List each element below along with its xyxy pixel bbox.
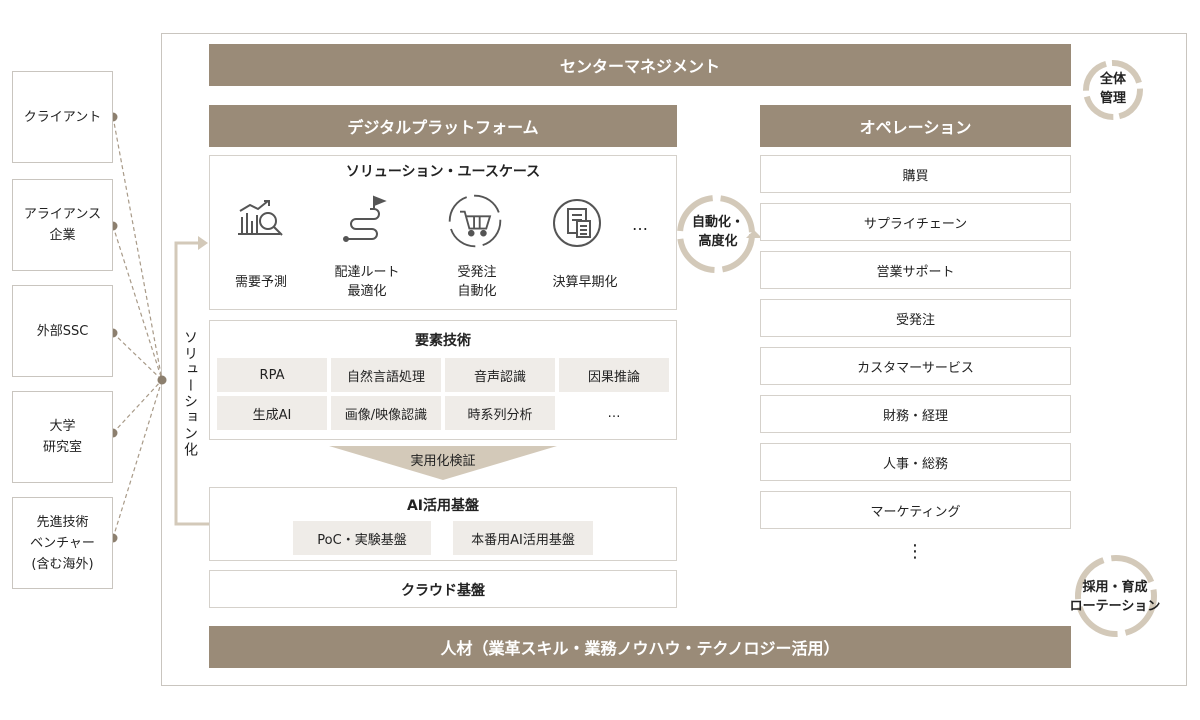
operation-item: カスタマーサービス: [760, 347, 1071, 385]
usecase-label: 受発注 自動化: [457, 265, 497, 299]
tech-chip: 自然言語処理: [331, 358, 441, 392]
connector-line: [112, 379, 163, 434]
connector-line: [112, 379, 163, 539]
tech-chip: 生成AI: [217, 396, 327, 430]
operation-item: 人事・総務: [760, 443, 1071, 481]
tech-chip: 音声認識: [445, 358, 555, 392]
digital-platform-band: デジタルプラットフォーム: [209, 105, 677, 147]
automation-label: 自動化・ 高度化: [691, 215, 744, 249]
tech-chip: 因果推論: [559, 358, 669, 392]
route-flag-icon: [343, 195, 387, 242]
overall-management-cycle-icon: [1083, 60, 1143, 120]
partner-venture: 先進技術 ベンチャー (含む海外): [12, 497, 113, 589]
operation-item: 購買: [760, 155, 1071, 193]
operation-item: 受発注: [760, 299, 1071, 337]
solutionize-loop-arrow: [174, 236, 209, 526]
tech-chip: 時系列分析: [445, 396, 555, 430]
usecase-label: 配達ルート 最適化: [334, 265, 400, 299]
hiring-label: 採用・育成 ローテーション: [1069, 580, 1161, 614]
ai-platform-chip: PoC・実験基盤: [293, 521, 431, 555]
cloud-platform-title: クラウド基盤: [401, 583, 485, 599]
operation-item: 営業サポート: [760, 251, 1071, 289]
talent-band: 人材（業革スキル・業務ノウハウ・テクノロジー活用）: [209, 626, 1071, 668]
connector-line: [112, 225, 163, 381]
solution-usecase-panel: ソリューション・ユースケース: [209, 155, 677, 310]
element-tech-title: 要素技術: [415, 333, 471, 349]
ai-platform-panel: AI活用基盤: [209, 487, 677, 561]
operations-band: オペレーション: [760, 105, 1071, 147]
usecase-label: 需要予測: [234, 275, 287, 290]
practical-verification-label: 実用化検証: [410, 454, 476, 469]
operation-item: 財務・経理: [760, 395, 1071, 433]
cart-cycle-icon: [448, 194, 502, 248]
partner-university: 大学 研究室: [12, 391, 113, 483]
hiring-cycle-icon: [1075, 555, 1157, 637]
operation-item: マーケティング: [760, 491, 1071, 529]
partner-external-ssc: 外部SSC: [12, 285, 113, 377]
solutionize-label: ソリューション化: [182, 330, 198, 458]
tech-chip: 画像/映像認識: [331, 396, 441, 430]
usecase-more: …: [632, 215, 648, 234]
tech-chip: RPA: [217, 358, 327, 392]
ai-platform-chip: 本番用AI活用基盤: [453, 521, 593, 555]
solution-usecase-title: ソリューション・ユースケース: [345, 164, 541, 180]
practical-verification-arrow: [329, 446, 557, 480]
partner-client: クライアント: [12, 71, 113, 163]
tech-chip: …: [559, 396, 669, 430]
partner-alliance: アライアンス 企業: [12, 179, 113, 271]
main-frame: [161, 33, 1187, 686]
usecase-label: 決算早期化: [552, 275, 618, 290]
overall-management-label: 全体 管理: [1099, 72, 1126, 106]
ai-platform-title: AI活用基盤: [406, 498, 480, 514]
automation-cycle-icon: [677, 195, 762, 273]
hub-dot: [157, 375, 167, 385]
connector-line: [112, 332, 163, 381]
cloud-platform-panel: クラウド基盤: [209, 570, 677, 608]
chart-magnifier-icon: [238, 200, 283, 236]
connector-line: [112, 116, 163, 381]
center-management-band: センターマネジメント: [209, 44, 1071, 86]
document-calculator-icon: [553, 199, 601, 247]
operations-more: ⋮: [906, 541, 924, 562]
operation-item: サプライチェーン: [760, 203, 1071, 241]
